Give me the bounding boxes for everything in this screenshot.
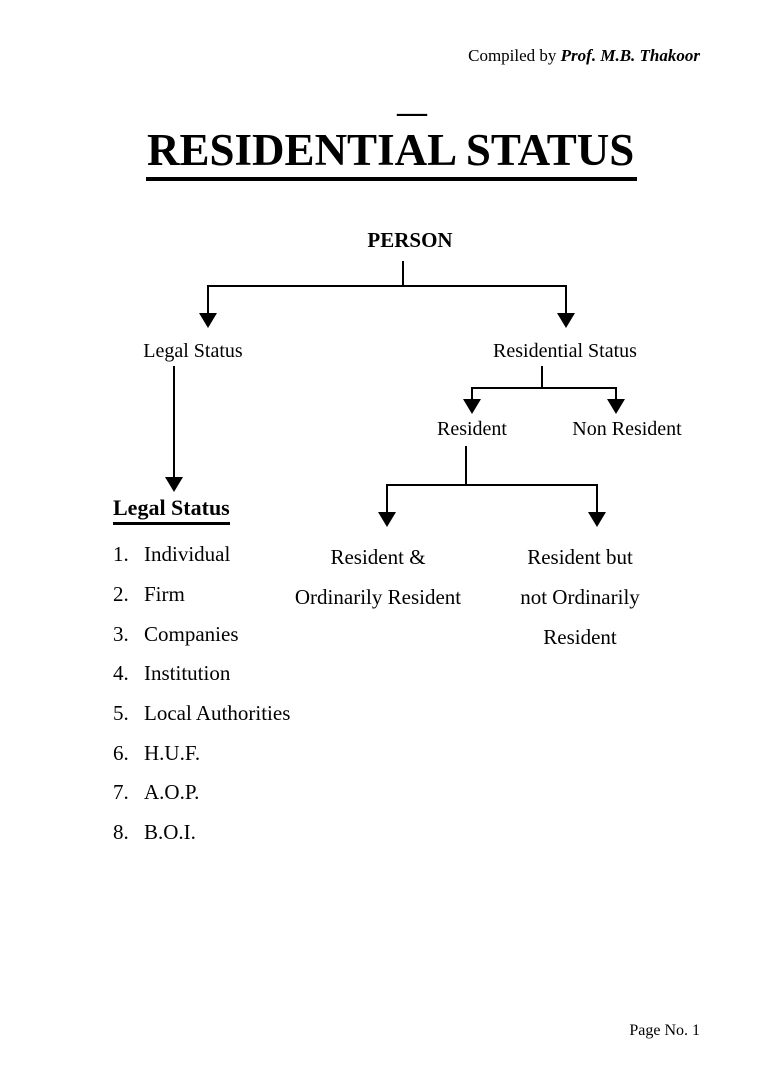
connector-level1-crossbar xyxy=(207,285,567,287)
list-item-number: 8. xyxy=(113,820,129,845)
resident-ordinarily-node: Resident & Ordinarily Resident xyxy=(258,537,498,617)
connector-level2-left-drop xyxy=(471,387,473,400)
list-item: 6. H.U.F. xyxy=(113,733,290,773)
page-number: Page No. 1 xyxy=(629,1022,700,1039)
page-title: RESIDENTIAL STATUS xyxy=(146,125,638,181)
connector-person-stem xyxy=(402,261,404,285)
list-item-number: 1. xyxy=(113,542,129,567)
list-item: 5. Local Authorities xyxy=(113,694,290,734)
list-item-label: Companies xyxy=(144,621,239,646)
compiled-by-prefix: Compiled by xyxy=(468,46,561,65)
connector-level3-right-drop xyxy=(596,484,598,513)
list-item: 2. Firm xyxy=(113,575,290,615)
arrowhead-ordinarily-resident xyxy=(378,512,396,527)
list-item-number: 4. xyxy=(113,661,129,686)
connector-level1-left-drop xyxy=(207,285,209,314)
resident-ordinarily-line2: Ordinarily Resident xyxy=(294,585,462,609)
connector-resident-stem xyxy=(465,446,467,486)
list-item-number: 3. xyxy=(113,621,129,646)
list-item-label: A.O.P. xyxy=(144,780,200,805)
resident-not-ordinarily-node: Resident but not Ordinarily Resident xyxy=(460,537,700,657)
resident-not-ordinarily-line3: Resident xyxy=(543,625,617,649)
stray-dash-mark: — xyxy=(397,96,427,129)
list-item-number: 7. xyxy=(113,780,129,805)
connector-level2-crossbar xyxy=(471,387,617,389)
resident-not-ordinarily-line2: not Ordinarily xyxy=(520,585,640,609)
list-item-label: Firm xyxy=(144,582,185,607)
connector-level1-right-drop xyxy=(565,285,567,314)
list-item-number: 5. xyxy=(113,701,129,726)
arrowhead-legal-status-list xyxy=(165,477,183,492)
list-item-label: H.U.F. xyxy=(144,740,201,765)
legal-status-list: 1. Individual 2. Firm 3. Companies 4. In… xyxy=(113,535,290,853)
list-item: 7. A.O.P. xyxy=(113,773,290,813)
connector-level3-crossbar xyxy=(386,484,598,486)
resident-ordinarily-line1: Resident & xyxy=(330,545,426,569)
list-item-label: Institution xyxy=(144,661,231,686)
residential-status-node: Residential Status xyxy=(493,340,637,362)
arrowhead-residential-status xyxy=(557,313,575,328)
list-item-number: 6. xyxy=(113,740,129,765)
arrowhead-non-resident xyxy=(607,399,625,414)
legal-status-node: Legal Status xyxy=(143,340,243,362)
resident-not-ordinarily-line1: Resident but xyxy=(527,545,633,569)
list-item-number: 2. xyxy=(113,582,129,607)
legal-status-heading: Legal Status xyxy=(113,495,230,525)
connector-residential-stem xyxy=(541,366,543,389)
connector-legal-status-stem xyxy=(173,366,175,478)
list-item: 3. Companies xyxy=(113,614,290,654)
compiled-by-line: Compiled by Prof. M.B. Thakoor xyxy=(468,46,700,66)
arrowhead-legal-status xyxy=(199,313,217,328)
list-item-label: Local Authorities xyxy=(144,701,291,726)
diagram-root-person: PERSON xyxy=(367,228,453,252)
author-name: Prof. M.B. Thakoor xyxy=(560,46,700,65)
list-item-label: B.O.I. xyxy=(144,820,196,845)
connector-level3-left-drop xyxy=(386,484,388,513)
list-item: 4. Institution xyxy=(113,654,290,694)
arrowhead-not-ordinarily-resident xyxy=(588,512,606,527)
connector-level2-right-drop xyxy=(615,387,617,400)
non-resident-node: Non Resident xyxy=(572,418,682,440)
list-item: 1. Individual xyxy=(113,535,290,575)
list-item: 8. B.O.I. xyxy=(113,813,290,853)
arrowhead-resident xyxy=(463,399,481,414)
list-item-label: Individual xyxy=(144,542,231,567)
resident-node: Resident xyxy=(437,418,507,440)
